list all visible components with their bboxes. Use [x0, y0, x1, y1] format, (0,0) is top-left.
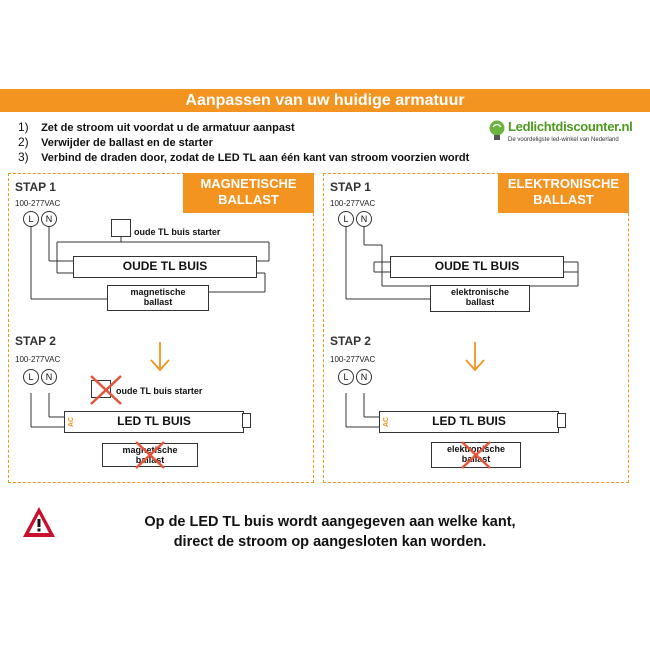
step-number: 3) — [18, 150, 29, 164]
ballast-label-2: ballast — [461, 454, 491, 464]
ballast-label-1: magnetische — [122, 445, 178, 455]
ballast-label-1: magnetische — [130, 287, 186, 297]
brand-logo: Ledlichtdiscounter.nl De voordeligste le… — [488, 119, 638, 151]
voltage-label: 100-277VAC — [330, 355, 376, 364]
step-text: Verbind de draden door, zodat de LED TL … — [41, 152, 470, 164]
step-text: Verwijder de ballast en de starter — [41, 137, 213, 149]
step-number: 2) — [18, 135, 29, 149]
magnetic-ballast-panel: MAGNETISCHE BALLAST STAP 1 100-277VAC L … — [8, 173, 314, 483]
neutral-terminal: N — [356, 369, 372, 385]
tube-end-cap — [242, 413, 251, 428]
step-2: 2) Verwijder de ballast en de starter — [18, 135, 469, 150]
banner-title: Aanpassen van uw huidige armatuur — [0, 89, 650, 112]
footer-line-2: direct de stroom op aangesloten kan word… — [173, 534, 487, 550]
electronic-ballast-panel: ELEKTRONISCHE BALLAST STAP 1 100-277VAC … — [323, 173, 629, 483]
voltage-label: 100-277VAC — [330, 199, 376, 208]
stap-1-label: STAP 1 — [330, 180, 371, 194]
type-line-1: MAGNETISCHE — [200, 176, 297, 191]
wiring-diagram — [30, 227, 270, 428]
type-line-2: BALLAST — [533, 192, 594, 207]
ballast-type-header: ELEKTRONISCHE BALLAST — [498, 173, 629, 213]
logo-tagline: De voordeligste led-winkel van Nederland — [508, 137, 619, 143]
footer-line-1: Op de LED TL buis wordt aangegeven aan w… — [144, 514, 516, 530]
logo-name: Ledlichtdiscounter.nl — [508, 119, 633, 134]
starter-label: oude TL buis starter — [134, 227, 221, 237]
ballast-label-1: elektronische — [450, 287, 510, 297]
lightbulb-icon — [489, 120, 505, 140]
ballast-box-removed: magnetische ballast — [102, 443, 198, 467]
starter-label: oude TL buis starter — [116, 386, 203, 396]
tube-label: LED TL BUIS — [432, 414, 506, 428]
old-tube: OUDE TL BUIS — [390, 256, 564, 278]
live-terminal: L — [23, 369, 39, 385]
neutral-terminal: N — [356, 211, 372, 227]
instruction-steps: 1) Zet de stroom uit voordat u de armatu… — [18, 120, 469, 165]
starter-component — [111, 219, 131, 237]
led-tube: LED TL BUIS — [379, 411, 559, 433]
tube-label: LED TL BUIS — [117, 414, 191, 428]
tube-label: OUDE TL BUIS — [434, 259, 520, 273]
tube-label: OUDE TL BUIS — [122, 259, 208, 273]
live-terminal: L — [338, 211, 354, 227]
step-1: 1) Zet de stroom uit voordat u de armatu… — [18, 120, 469, 135]
stap-1-label: STAP 1 — [15, 180, 56, 194]
arrow-down-icon — [150, 342, 170, 372]
neutral-terminal: N — [41, 369, 57, 385]
type-line-2: BALLAST — [218, 192, 279, 207]
live-terminal: L — [23, 211, 39, 227]
neutral-terminal: N — [41, 211, 57, 227]
ballast-label-2: ballast — [465, 297, 495, 307]
arrow-down-icon — [465, 342, 485, 372]
ballast-type-header: MAGNETISCHE BALLAST — [183, 173, 314, 213]
warning-triangle-icon — [23, 507, 55, 537]
step-text: Zet de stroom uit voordat u de armatuur … — [41, 122, 295, 134]
led-tube: LED TL BUIS — [64, 411, 244, 433]
stap-2-label: STAP 2 — [15, 334, 56, 348]
step-number: 1) — [18, 120, 29, 134]
type-line-1: ELEKTRONISCHE — [507, 176, 620, 191]
ballast-label-1: elektronische — [446, 444, 506, 454]
wiring-diagram — [345, 227, 579, 428]
voltage-label: 100-277VAC — [15, 355, 61, 364]
footer-note: Op de LED TL buis wordt aangegeven aan w… — [90, 512, 570, 552]
ballast-label-2: ballast — [135, 455, 165, 465]
starter-component-removed — [91, 380, 111, 398]
stap-2-label: STAP 2 — [330, 334, 371, 348]
step-3: 3) Verbind de draden door, zodat de LED … — [18, 150, 469, 165]
tube-end-cap — [557, 413, 566, 428]
old-tube: OUDE TL BUIS — [73, 256, 257, 278]
ballast-box: elektronische ballast — [430, 285, 530, 312]
ballast-box: magnetische ballast — [107, 285, 209, 311]
ballast-label-2: ballast — [143, 297, 173, 307]
ac-marker: AC — [383, 416, 390, 427]
voltage-label: 100-277VAC — [15, 199, 61, 208]
live-terminal: L — [338, 369, 354, 385]
ac-marker: AC — [68, 416, 75, 427]
ballast-box-removed: elektronische ballast — [431, 442, 521, 468]
